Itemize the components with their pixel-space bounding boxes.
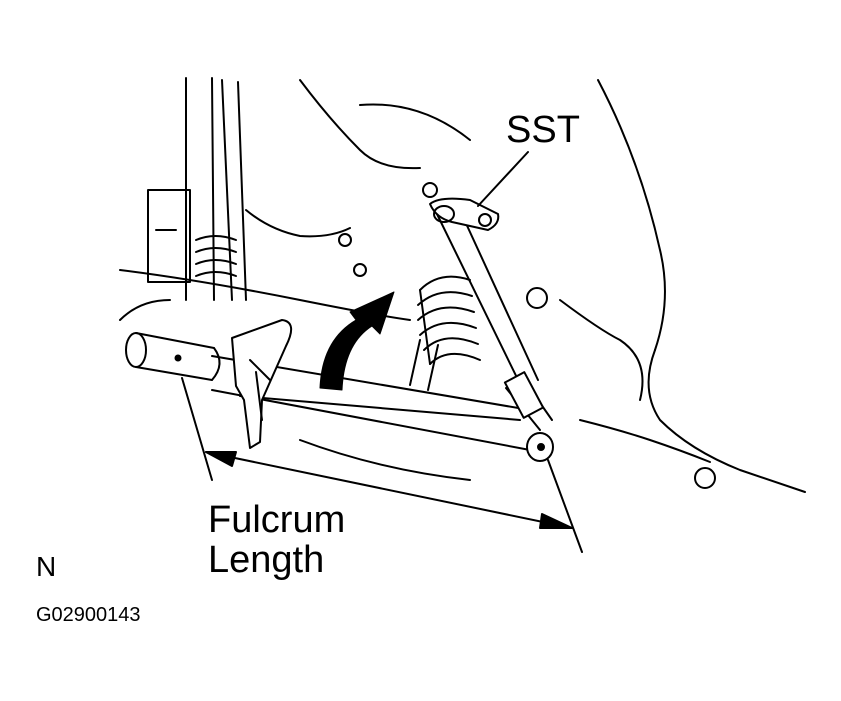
fulcrum-label: Fulcrum <box>208 499 346 541</box>
dimension-line <box>205 451 573 529</box>
dimension-arrowhead-right-icon <box>539 513 573 529</box>
figure-code: G02900143 <box>36 604 141 626</box>
length-label: Length <box>208 539 325 581</box>
dimension-arrowhead-left-icon <box>205 451 237 467</box>
rotation-arrow-icon <box>319 291 395 391</box>
view-code: N <box>36 551 57 582</box>
vehicle-background <box>119 77 806 493</box>
dimension-extension-left <box>181 377 213 481</box>
dimension-extension-right <box>547 459 583 553</box>
torque-wrench-handle <box>125 319 554 462</box>
sst-leader-line <box>477 151 529 207</box>
sst-extension-rod <box>429 197 553 431</box>
fulcrum-dimension <box>181 377 583 553</box>
sst-label: SST <box>506 109 580 151</box>
